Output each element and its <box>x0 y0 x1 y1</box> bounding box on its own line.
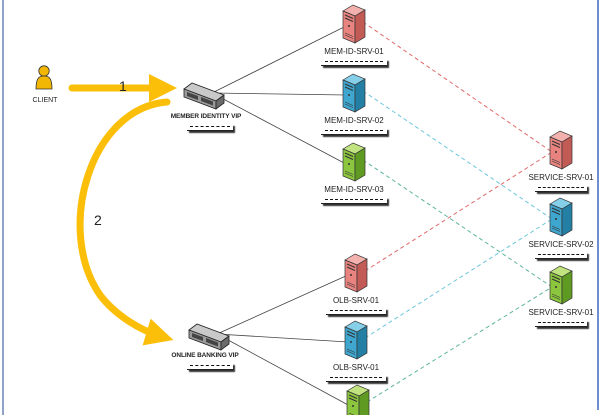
dashed-link-green <box>366 286 553 403</box>
server-label-svc1: SERVICE-SRV-01 <box>528 173 594 182</box>
server-icon[interactable] <box>346 384 370 415</box>
server-label-mem2: MEM-ID-SRV-02 <box>324 116 384 125</box>
switch-icon[interactable] <box>188 323 230 351</box>
member-vip-ip-box <box>187 124 233 131</box>
server-label-olb1: OLB-SRV-01 <box>332 296 380 305</box>
switch-icon[interactable] <box>183 82 225 110</box>
dashed-links <box>362 21 553 403</box>
server-icon[interactable] <box>344 253 368 293</box>
flow-arrow-2 <box>76 98 174 346</box>
server-ip-box-svc3 <box>535 320 587 327</box>
vip-server-link <box>216 274 349 335</box>
vip-server-link <box>211 92 347 96</box>
server-icon[interactable] <box>342 73 366 113</box>
dashed-link-blue <box>364 218 553 339</box>
server-ip-box-mem2 <box>321 128 387 135</box>
vip-server-link <box>211 92 347 165</box>
server-ip-box-olb2 <box>326 375 386 382</box>
server-label-svc2: SERVICE-SRV-02 <box>528 240 594 249</box>
server-label-olb2: OLB-SRV-01 <box>332 363 380 372</box>
server-label-svc3: SERVICE-SRV-01 <box>528 308 594 317</box>
server-ip-box-mem1 <box>321 59 387 66</box>
olb-vip-label: ONLINE BANKING VIP <box>171 352 239 359</box>
dashed-link-green <box>362 159 553 288</box>
server-icon[interactable] <box>342 4 366 44</box>
vip-server-link <box>211 25 347 94</box>
server-icon[interactable] <box>342 142 366 182</box>
server-ip-box-olb1 <box>326 308 386 315</box>
window-border-right <box>597 0 599 410</box>
member-vip-label: MEMBER IDENTITY VIP <box>170 113 242 120</box>
vip-server-link <box>216 333 351 407</box>
server-icon[interactable] <box>549 130 573 170</box>
server-icon[interactable] <box>549 265 573 305</box>
server-icon[interactable] <box>549 197 573 237</box>
vip-server-link <box>216 333 349 343</box>
user-icon <box>35 65 53 90</box>
window-border-left <box>2 0 4 415</box>
server-ip-box-svc2 <box>535 252 587 259</box>
server-label-mem3: MEM-ID-SRV-03 <box>324 185 384 194</box>
dashed-link-red <box>364 151 553 272</box>
dashed-link-red <box>362 21 553 153</box>
server-icon[interactable] <box>344 320 368 360</box>
client-label: CLIENT <box>32 97 58 104</box>
server-label-mem1: MEM-ID-SRV-01 <box>324 47 384 56</box>
server-ip-box-mem3 <box>321 197 387 204</box>
olb-vip-ip-box <box>187 363 233 370</box>
step-2-label: 2 <box>94 212 102 228</box>
server-ip-box-svc1 <box>535 185 587 192</box>
step-1-label: 1 <box>119 78 127 94</box>
dashed-link-blue <box>362 90 553 220</box>
solid-links <box>211 25 351 407</box>
